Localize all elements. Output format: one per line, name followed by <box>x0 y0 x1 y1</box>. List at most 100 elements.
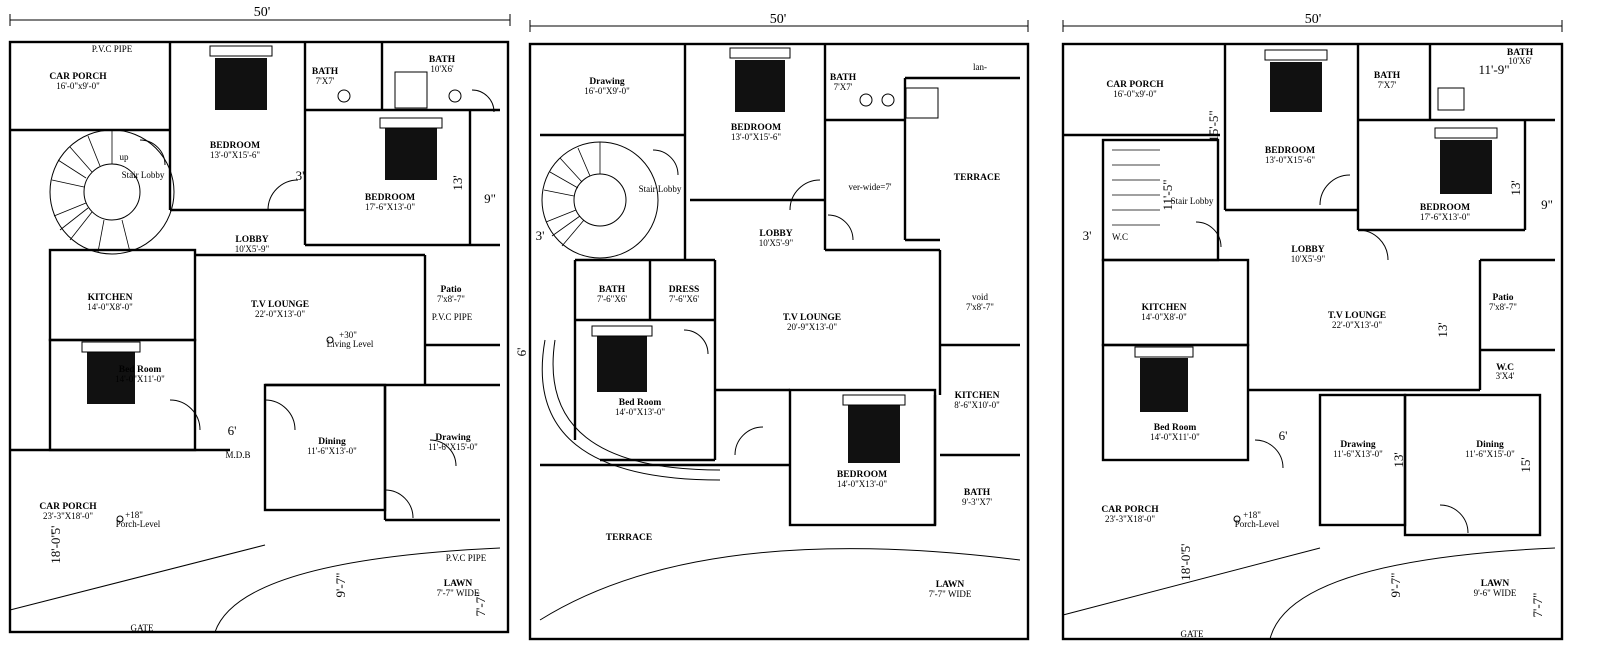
dim-label: 15'-5" <box>1206 110 1221 141</box>
room-name: W.C <box>1112 232 1128 242</box>
room-name: LOBBY <box>235 235 268 245</box>
room-name: Stair Lobby <box>1171 196 1214 206</box>
dim-label: 13' <box>1508 180 1523 195</box>
note-label: +30" <box>339 330 357 340</box>
bed-icon <box>848 405 900 463</box>
dim-label: 9'-7" <box>333 573 348 598</box>
room-size: 13'-0"X15'-6" <box>210 150 260 160</box>
dim-label: 3' <box>536 228 545 243</box>
toilet-icon <box>859 93 873 107</box>
room-size: 14'-0"X13'-0" <box>615 407 665 417</box>
room-name: BEDROOM <box>731 123 781 133</box>
room-size: 9'-6" WIDE <box>1474 588 1517 598</box>
note-label: +18" <box>125 510 143 520</box>
dim-label: 18'-0" <box>48 532 63 563</box>
room-size: 7'-7" WIDE <box>929 589 972 599</box>
room-size: 14'-0"X8'-0" <box>1141 312 1187 322</box>
room-size: 7'x8'-7" <box>437 294 465 304</box>
room-size: 11'-6"X15'-0" <box>428 442 478 452</box>
room-name: LAWN <box>936 580 965 590</box>
note-label: Porch-Level <box>1235 519 1280 529</box>
room-name: TERRACE <box>606 533 652 543</box>
room-size: 22'-0"X13'-0" <box>255 309 305 319</box>
room-name: LOBBY <box>759 229 792 239</box>
dim-label: 18'-0" <box>1178 549 1193 580</box>
note-label: Living Level <box>327 339 374 349</box>
bed-icon <box>87 352 135 404</box>
room-size: 11'-6"X15'-0" <box>1465 449 1515 459</box>
dim-label: 7'-7" <box>1530 593 1545 618</box>
room-name: Stair Lobby <box>639 184 682 194</box>
toilet-icon <box>337 89 351 103</box>
room-size: 14'-0"X13'-0" <box>837 479 887 489</box>
room-size: 14'-0"X11'-0" <box>115 374 165 384</box>
room-size: 14'-0"X8'-0" <box>87 302 133 312</box>
room-size: 7'-6"X6' <box>597 294 627 304</box>
dim-label: 9" <box>1541 197 1553 212</box>
room-size: 7'x8'-7" <box>1489 302 1517 312</box>
toilet-icon <box>448 89 462 103</box>
dim-label: 11'-9" <box>1479 62 1510 77</box>
dim-label: 11'-5" <box>1160 180 1175 211</box>
room-name: void <box>972 292 989 302</box>
room-size: 13'-0"X15'-6" <box>1265 155 1315 165</box>
dim-label: 5' <box>1178 544 1193 553</box>
room-name: ver-wide=7' <box>848 182 891 192</box>
room-name: CAR PORCH <box>1106 80 1164 90</box>
room-size: 20'-9"X13'-0" <box>787 322 837 332</box>
note-label: P.V.C PIPE <box>446 553 487 563</box>
room-name: DRESS <box>669 285 700 295</box>
room-name: Bed Room <box>1154 423 1197 433</box>
note-label: P.V.C PIPE <box>432 312 473 322</box>
plot-boundary <box>528 42 1030 641</box>
gate-label: GATE <box>1181 629 1204 639</box>
room-name: KITCHEN <box>955 391 1000 401</box>
room-name: BATH <box>599 285 626 295</box>
room-size: 9'-3"X7' <box>962 497 992 507</box>
plan-alternate-ground-floor: 50' <box>1061 12 1564 641</box>
dim-label: 15' <box>1518 457 1533 472</box>
dim-label: 9'-7" <box>1388 573 1403 598</box>
gate-label: GATE <box>131 623 154 633</box>
room-size: 13'-0"X15'-6" <box>731 132 781 142</box>
toilet-icon <box>881 93 895 107</box>
dim-label: 3' <box>296 168 305 183</box>
room-size: 10'X5'-9" <box>235 244 270 254</box>
room-name: lan- <box>973 62 987 72</box>
room-size: 14'-0"X11'-0" <box>1150 432 1200 442</box>
room-name: KITCHEN <box>1142 303 1187 313</box>
note-label: up <box>120 152 130 162</box>
note-label: Porch-Level <box>116 519 161 529</box>
room-size: 10'X6' <box>430 64 454 74</box>
room-name: BEDROOM <box>210 141 260 151</box>
room-size: 16'-0"X9'-0" <box>584 86 630 96</box>
room-size: 23'-3"X18'-0" <box>43 511 93 521</box>
bed-icon <box>1440 140 1492 194</box>
plot-boundary <box>1061 42 1564 641</box>
room-name: T.V LOUNGE <box>783 313 841 323</box>
dim-label: 13' <box>1391 452 1406 467</box>
plan-width-label: 50' <box>770 12 787 27</box>
room-name: Drawing <box>435 433 471 443</box>
room-size: 7'-6"X6' <box>669 294 699 304</box>
room-name: Stair Lobby <box>122 170 165 180</box>
dim-label: 6' <box>1279 428 1288 443</box>
room-size: 23'-3"X18'-0" <box>1105 514 1155 524</box>
bed-icon <box>1270 62 1322 112</box>
room-size: 7'X7' <box>1378 80 1397 90</box>
dim-label: 6' <box>514 348 529 357</box>
bed-icon <box>1140 358 1188 412</box>
room-name: W.C <box>1496 363 1514 373</box>
room-name: BATH <box>312 67 339 77</box>
room-size: 11'-6"X13'-0" <box>1333 449 1383 459</box>
bed-icon <box>597 336 647 392</box>
room-name: BATH <box>830 73 857 83</box>
room-size: 16'-0"x9'-0" <box>56 81 100 91</box>
bed-icon <box>215 58 267 110</box>
room-name: BEDROOM <box>1265 146 1315 156</box>
room-size: 22'-0"X13'-0" <box>1332 320 1382 330</box>
dim-label: 5' <box>48 526 63 535</box>
room-name: BATH <box>964 488 991 498</box>
bathtub-icon <box>394 71 428 109</box>
